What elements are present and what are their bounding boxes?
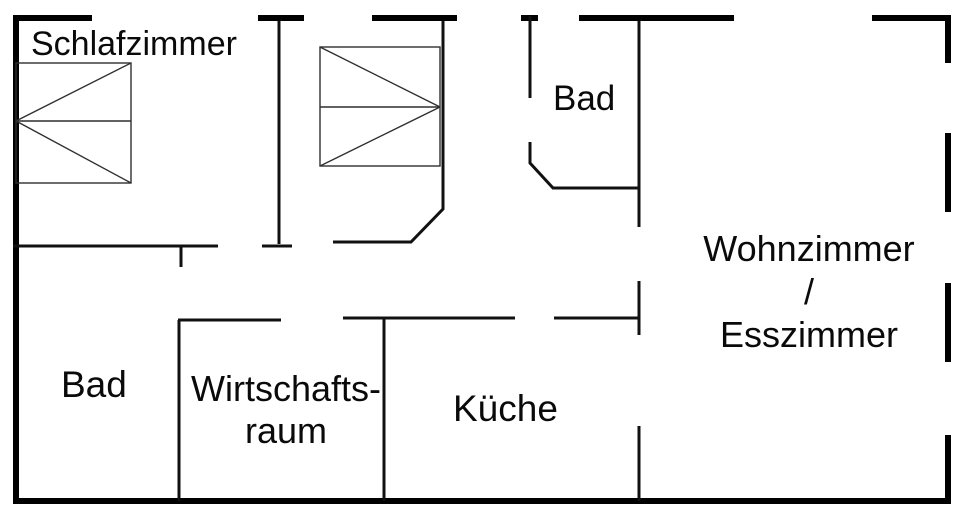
room-label-wohnzimmer-slash: / [803, 271, 814, 312]
room-label-wirtschaftsraum-line1: Wirtschafts- [190, 368, 381, 409]
room-label-wohnzimmer-line1: Wohnzimmer [703, 228, 915, 269]
bed-diagonal-upper [15, 62, 132, 122]
bed-diagonal-lower [15, 120, 132, 184]
room-label-wirtschaftsraum: Wirtschafts- raum [175, 368, 397, 452]
bed-diagonal-upper [319, 46, 441, 108]
room-label-wohnzimmer-line3: Esszimmer [720, 314, 898, 355]
furniture [15, 46, 441, 184]
room-label-bad-top: Bad [553, 79, 616, 118]
interior-walls [13, 16, 641, 501]
wall-bad-top-door-swing [528, 142, 640, 190]
room-label-bad-bottom: Bad [61, 364, 127, 405]
double-bed-icon [319, 46, 441, 167]
room-label-wirtschaftsraum-line2: raum [244, 410, 328, 451]
double-bed-icon [15, 62, 132, 184]
room-label-kueche: Küche [453, 388, 558, 429]
room-label-schlafzimmer: Schlafzimmer [31, 25, 237, 63]
wall-bedroom2-door-swing [333, 21, 445, 244]
room-label-wohnzimmer-esszimmer: Wohnzimmer / Esszimmer [689, 227, 929, 356]
bed-diagonal-lower [319, 106, 441, 167]
bed-outline [15, 62, 132, 184]
